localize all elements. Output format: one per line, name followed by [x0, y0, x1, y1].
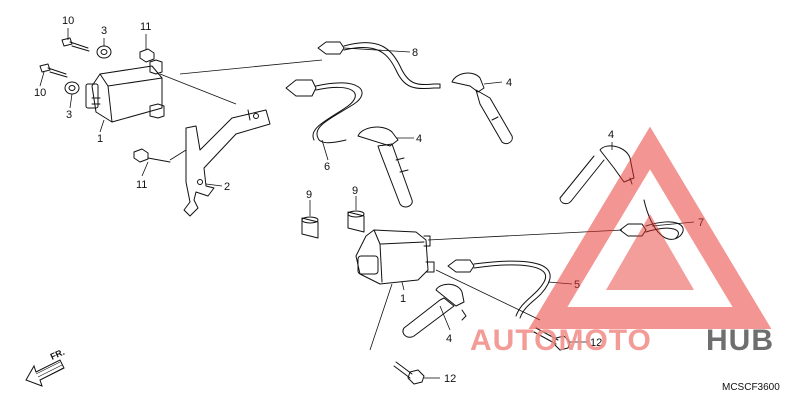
- callout-1-upper: 1: [97, 133, 103, 145]
- callout-4-right: 4: [608, 129, 614, 141]
- callout-3-lower: 3: [66, 109, 72, 121]
- bolt-12-right: [533, 327, 571, 351]
- ignition-coil-upper: [85, 59, 165, 123]
- callout-8: 8: [412, 47, 418, 59]
- hi-tension-cord-7: [619, 199, 684, 240]
- callout-numbers: 10 3 11 10 3 1 8 4 4 6 11 2 4 9 9 7 1 5 …: [34, 15, 704, 385]
- callout-9-right: 9: [352, 185, 358, 197]
- callout-12-right: 12: [590, 337, 602, 349]
- bolt-10-lower: [39, 63, 68, 78]
- watermark-brand-dark: HUB: [706, 324, 774, 357]
- hi-tension-cord-6: [285, 79, 363, 144]
- coil-bracket: [183, 109, 271, 217]
- plug-cap-upper-center: [357, 126, 413, 208]
- warning-triangle-icon: [528, 126, 772, 329]
- callout-3-upper: 3: [101, 25, 107, 37]
- diagram-code: MCSCF3600: [722, 382, 780, 393]
- callout-11-lower: 11: [136, 179, 147, 191]
- collar-9-left: [301, 216, 319, 239]
- collar-9-right: [347, 210, 365, 233]
- bolt-11-lower: [133, 148, 171, 163]
- hi-tension-cord-8: [317, 41, 441, 90]
- hi-tension-cord-5: [447, 259, 551, 319]
- callout-4-lower: 4: [446, 333, 452, 345]
- plug-cap-lower: [402, 283, 467, 338]
- callout-4-upper-right: 4: [506, 77, 512, 89]
- callout-2: 2: [224, 181, 230, 193]
- callout-1-lower: 1: [400, 293, 406, 305]
- front-label: FR.: [49, 347, 66, 362]
- callout-4-upper-center: 4: [416, 133, 422, 145]
- watermark-brand-light: AUTOMOTO: [470, 324, 652, 357]
- front-direction-arrow: FR.: [25, 347, 66, 387]
- watermark: AUTOMOTO HUB: [470, 126, 774, 357]
- grommet-3-lower: [64, 81, 80, 95]
- plug-cap-upper-right: [451, 72, 513, 145]
- ignition-coil-lower: [355, 229, 435, 285]
- bolt-10-upper: [61, 37, 90, 52]
- callout-10-upper: 10: [62, 15, 74, 27]
- grommet-3-upper: [96, 45, 112, 59]
- callout-12-lower: 12: [444, 373, 456, 385]
- callout-9-left: 9: [306, 189, 312, 201]
- bolt-11-upper: [139, 48, 155, 63]
- bolt-12-lower: [393, 361, 425, 385]
- callout-6: 6: [324, 161, 330, 173]
- callout-10-lower: 10: [34, 87, 46, 99]
- callout-11-upper: 11: [140, 21, 151, 33]
